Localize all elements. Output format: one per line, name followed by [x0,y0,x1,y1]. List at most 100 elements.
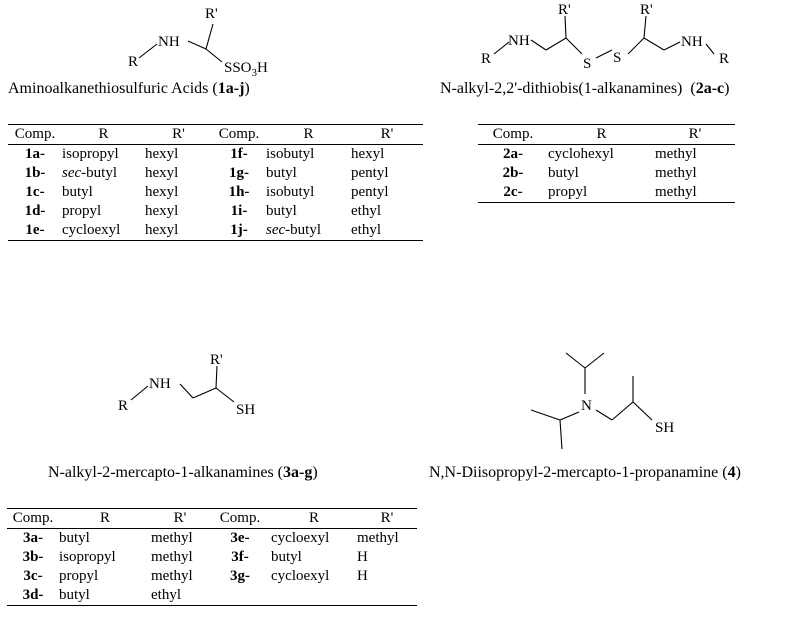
sh-label: SH [236,402,255,418]
r-value: butyl [266,203,297,219]
r-prime-label-left: R' [558,2,571,18]
r-value: isobutyl [266,184,315,200]
header-r-prime: R' [145,124,212,145]
header-r: R [266,124,351,145]
bond [179,383,194,399]
bond [205,23,214,50]
bond [559,411,580,421]
compound-id: 1d- [24,203,46,219]
header-comp: Comp. [478,124,548,145]
bond [595,409,613,421]
r-value [271,586,357,606]
r-prime-value: hexyl [145,203,179,219]
table-row: 3d- butyl ethyl [7,586,417,606]
header-r: R [62,124,145,145]
r-value: butyl [266,165,297,181]
compound-id: 3d- [7,586,59,606]
bond [493,41,510,55]
compound-id: 3a- [23,530,43,546]
caption-1: Aminoalkanethiosulfuric Acids (1a-j) [8,80,250,97]
r-value: cyclohexyl [548,146,614,162]
table-row: 1d- propyl hexyl 1i- butyl ethyl [8,202,423,221]
compound-id: 1e- [8,221,62,241]
table-3: Comp. R R' Comp. R R' 3a- butyl methyl 3… [7,508,417,606]
r-label: R [128,54,138,70]
bond [564,15,567,39]
r-prime-label: R' [210,352,223,368]
r-prime-value: methyl [655,165,697,181]
table-2: Comp. R R' 2a- cyclohexyl methyl 2b- but… [478,124,735,203]
table-row: 2c- propyl methyl [478,183,735,203]
header-r: R [548,124,655,145]
r-value: isobutyl [266,146,315,162]
bond [565,352,586,369]
r-prime-value: hexyl [145,146,179,162]
s-label-right: S [613,50,621,66]
bond [545,37,567,51]
r-value: butyl [59,586,151,606]
r-prime-value: methyl [151,530,193,546]
nh-label-right: NH [681,34,703,50]
bond [595,49,613,59]
r-prime-value: ethyl [351,203,381,219]
header-comp: Comp. [212,124,266,145]
header-r-prime: R' [151,508,209,529]
r-prime-value: ethyl [151,586,209,606]
bond [138,43,158,59]
nh-label-left: NH [508,33,530,49]
table-row: 1b- sec-butyl hexyl 1g- butyl pentyl [8,164,423,183]
bond [130,385,149,401]
r-value: cycloexyl [271,568,330,584]
caption-4: N,N-Diisopropyl-2-mercapto-1-propanamine… [429,464,741,481]
table-row: 3a- butyl methyl 3e- cycloexyl methyl [7,529,417,549]
bond [584,352,605,369]
r-prime-value [357,586,417,606]
compound-id: 2b- [502,165,524,181]
r-value: cycloexyl [62,221,145,241]
r-value: sec-butyl [62,165,117,181]
r-prime-value: methyl [357,530,399,546]
table-row: 1a- isopropyl hexyl 1f- isobutyl hexyl [8,145,423,165]
header-r: R [59,508,151,529]
table-row: 1e- cycloexyl hexyl 1j- sec-butyl ethyl [8,221,423,241]
header-r-prime: R' [351,124,423,145]
bond [559,419,563,450]
bond [643,15,647,39]
bond [192,387,217,399]
r-prime-label-right: R' [640,2,653,18]
r-prime-value: hexyl [145,165,179,181]
header-r-prime: R' [655,124,735,145]
r-prime-value: hexyl [145,184,179,200]
header-comp: Comp. [7,508,59,529]
compound-id: 3e- [230,530,250,546]
compound-id: 3b- [22,549,44,565]
bond [530,39,547,51]
r-value: sec-butyl [266,221,351,241]
r-prime-value: ethyl [351,221,423,241]
compound-id: 1a- [25,146,45,162]
r-prime-label: R' [205,6,218,22]
compound-id: 1j- [212,221,266,241]
r-value: propyl [62,203,102,219]
r-value: propyl [59,568,99,584]
n-label: N [581,398,592,414]
nh-label: NH [158,34,180,50]
r-prime-value: H [357,549,368,565]
r-prime-value: hexyl [351,146,385,162]
r-prime-value: hexyl [145,221,212,241]
compound-id: 3f- [231,549,249,565]
compound-id: 3c- [23,568,43,584]
compound-id: 3g- [230,568,250,584]
bond [611,401,634,421]
compound-id: 1b- [24,165,46,181]
bond [643,37,665,51]
compound-id: 2a- [503,146,523,162]
compound-id: 1f- [230,146,248,162]
compound-id: 1c- [25,184,45,200]
r-prime-value: pentyl [351,184,389,200]
bond [663,41,681,51]
bond [530,409,561,421]
header-comp: Comp. [8,124,62,145]
